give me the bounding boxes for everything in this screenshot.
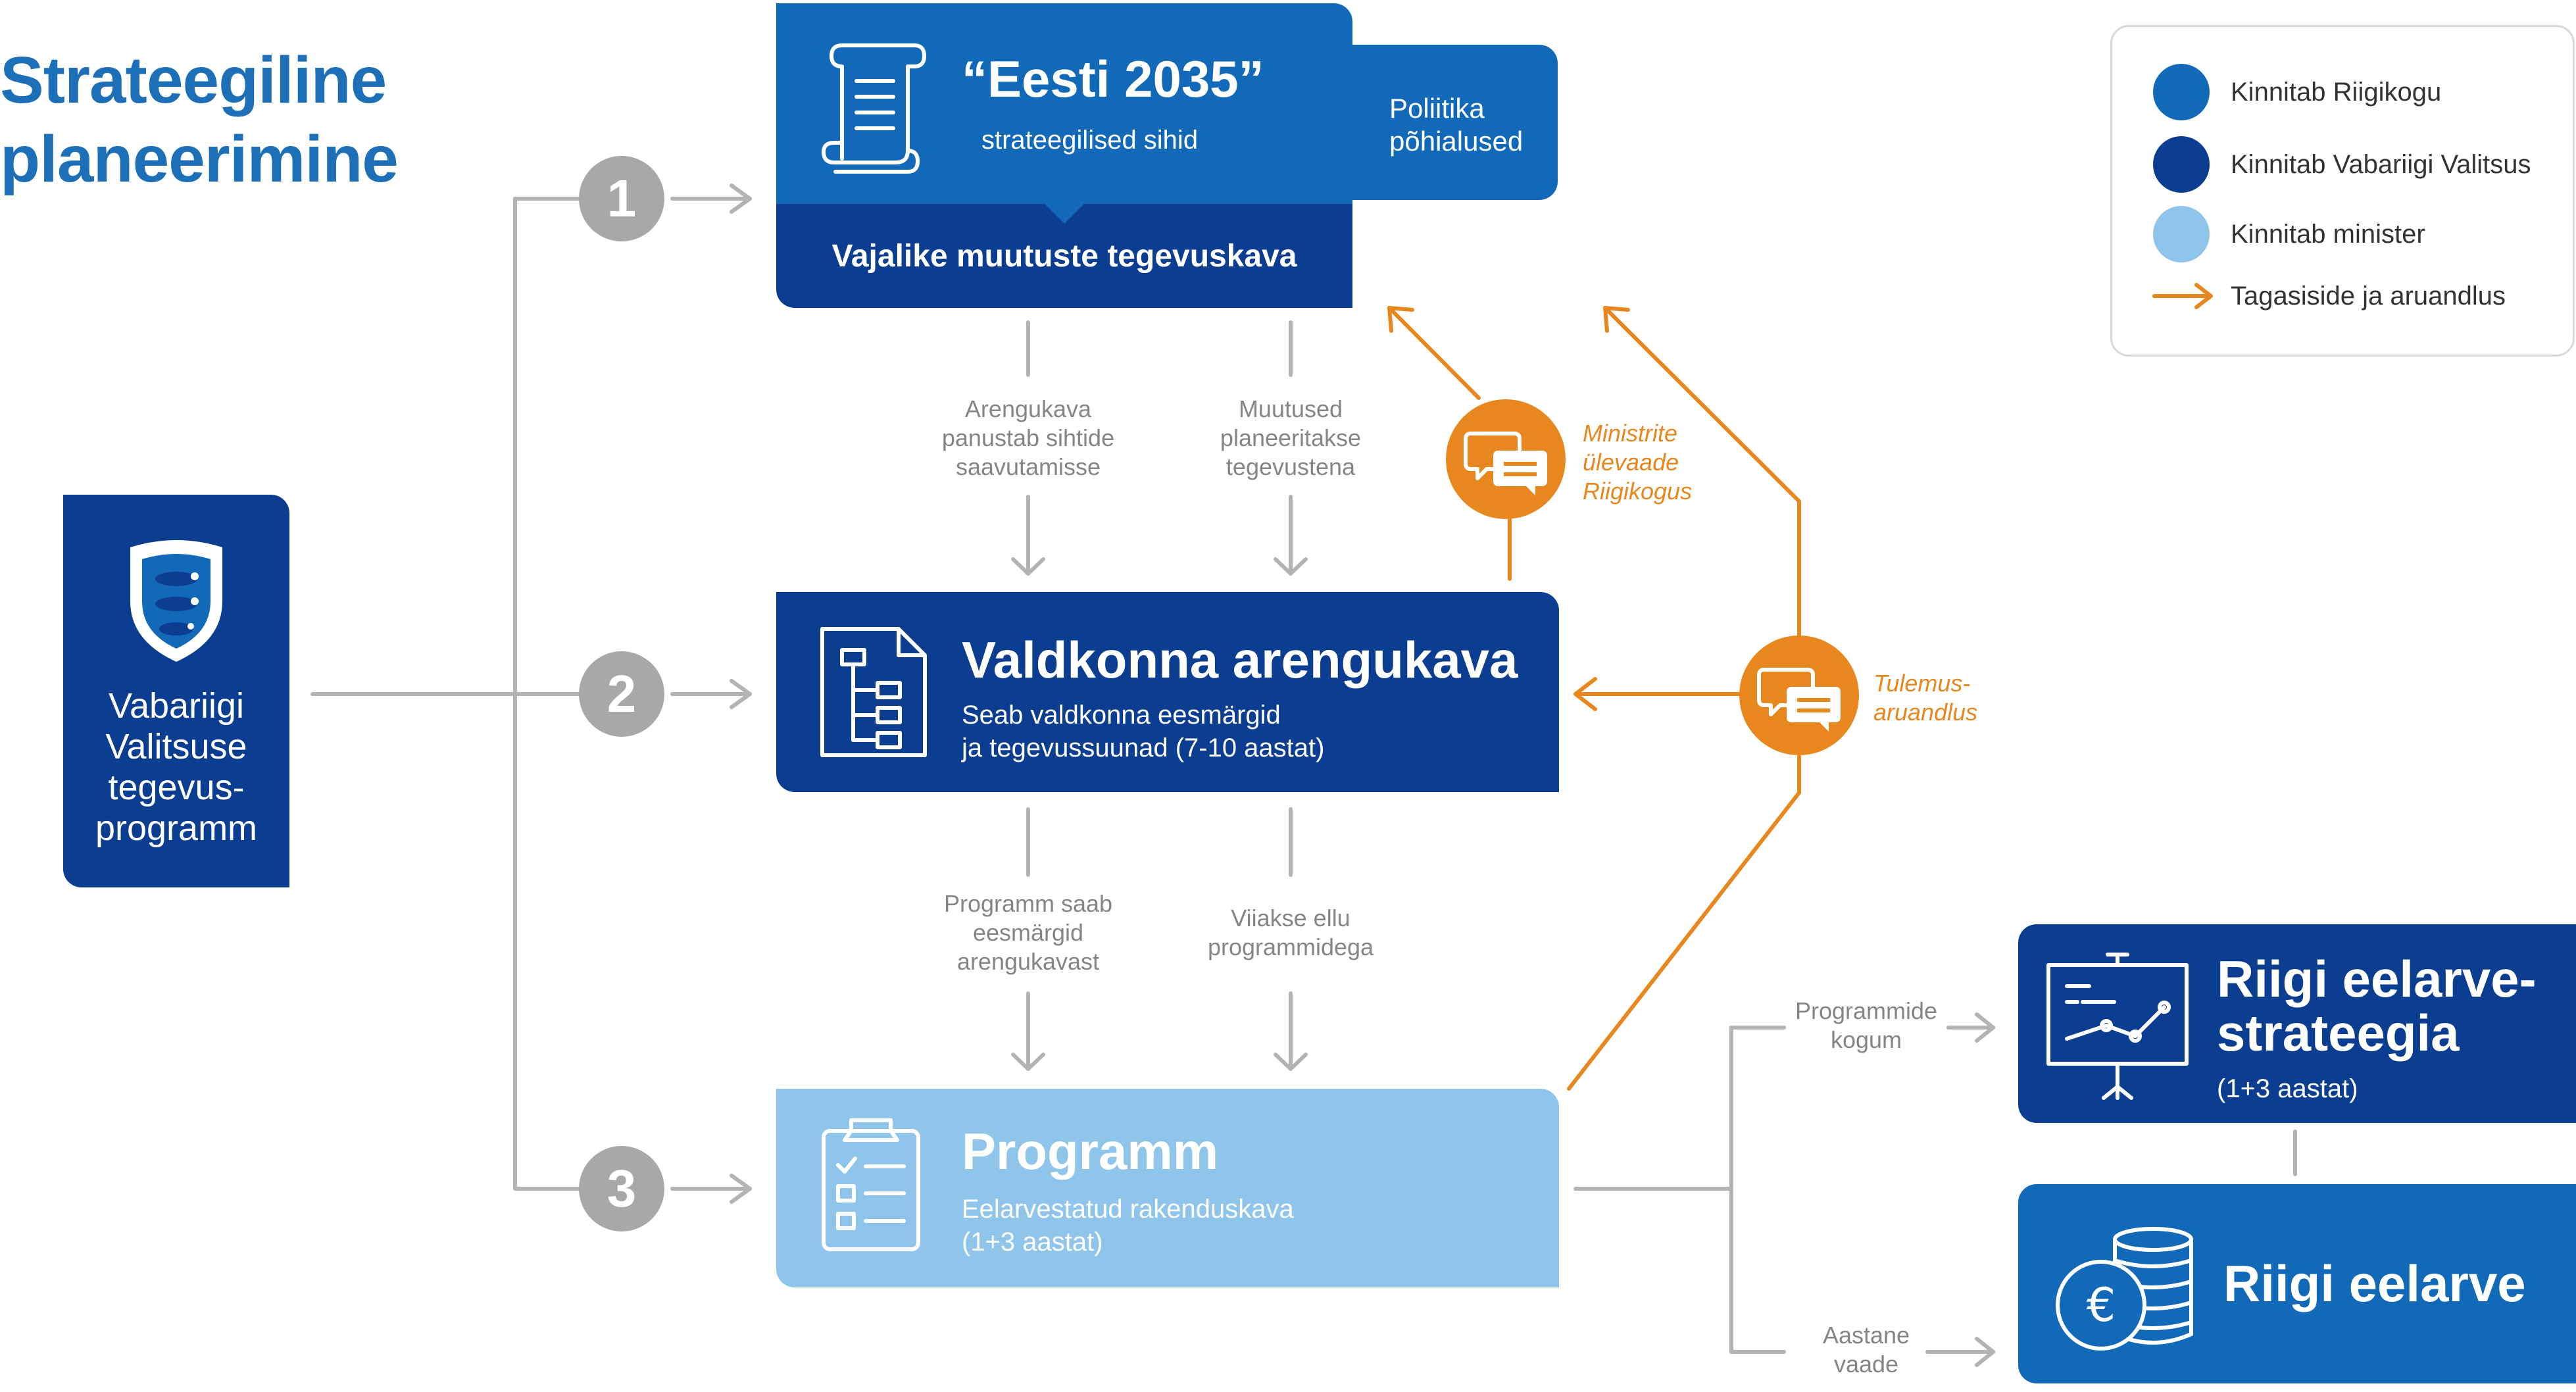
ministers-review-label: Ministrite ülevaade Riigikogus [1583, 420, 1693, 505]
flow-label-implemented-via-programmes: Viiakse ellu programmidega [1207, 905, 1374, 960]
sector-plan-description: Seab valdkonna eesmärgid ja tegevussuuna… [962, 701, 1325, 762]
orange-arrow-icon [2150, 280, 2216, 312]
legend-label-feedback: Tagasiside ja aruandlus [2231, 282, 2506, 311]
clipboard-checklist-icon [818, 1115, 924, 1253]
speech-notch [1045, 204, 1084, 225]
legend-label-riigikogu: Kinnitab Riigikogu [2231, 78, 2442, 107]
title-line-2: planeerimine [0, 122, 399, 196]
step-number-3: 3 [579, 1146, 664, 1231]
eesti-2035-title: “Eesti 2035” [962, 50, 1264, 108]
presentation-chart-icon [2043, 952, 2192, 1107]
legend: Kinnitab Riigikogu Kinnitab Vabariigi Va… [2110, 25, 2575, 357]
programme-box: Programm Eelarvestatud rakenduskava (1+3… [776, 1089, 1559, 1287]
scroll-icon [816, 34, 934, 178]
page-title: Strateegiline planeerimine [0, 41, 399, 199]
chat-bubbles-icon [1757, 668, 1841, 732]
sector-plan-title: Valdkonna arengukava [962, 631, 1518, 689]
coat-of-arms-icon [117, 535, 235, 667]
programme-description: Eelarvestatud rakenduskava (1+3 aastat) [962, 1195, 1294, 1256]
chat-bubbles-icon [1464, 432, 1547, 495]
state-budget-box: € Riigi eelarve [2018, 1184, 2576, 1383]
legend-swatch-government [2153, 136, 2210, 193]
eesti-2035-box: “Eesti 2035” strateegilised sihid [776, 3, 1352, 204]
euro-coins-icon: € [2051, 1222, 2202, 1354]
svg-text:€: € [2087, 1278, 2116, 1332]
step-number-2: 2 [579, 651, 664, 737]
programme-title: Programm [962, 1122, 1219, 1180]
title-line-1: Strateegiline [0, 43, 387, 117]
policy-foundations-box: Poliitika põhialused [1342, 45, 1558, 200]
government-programme-box: Vabariigi Valitsuse tegevus- programm [63, 495, 289, 887]
legend-swatch-riigikogu [2153, 64, 2210, 120]
step-number-1: 1 [579, 156, 664, 241]
flow-label-changes-planned: Muutused planeeritakse tegevustena [1220, 395, 1362, 480]
results-reporting-label: Tulemus- aruandlus [1873, 670, 1978, 726]
budget-strategy-title: Riigi eelarve- strateegia [2217, 950, 2537, 1062]
flow-label-plan-contributes: Arengukava panustab sihtide saavutamisse [941, 395, 1115, 480]
hierarchy-document-icon [814, 624, 933, 762]
ministers-review-circle [1446, 399, 1566, 519]
policy-label-line-2: põhialused [1389, 126, 1523, 157]
budget-strategy-subtitle: (1+3 aastat) [2217, 1074, 2358, 1103]
state-budget-strategy-box: Riigi eelarve- strateegia (1+3 aastat) [2018, 924, 2576, 1123]
flow-label-programme-collection: Programmide kogum [1795, 997, 1938, 1053]
state-budget-title: Riigi eelarve [2223, 1255, 2526, 1312]
government-programme-label: Vabariigi Valitsuse tegevus- programm [95, 686, 258, 848]
flow-label-annual-view: Aastane vaade [1822, 1322, 1910, 1378]
eesti-2035-subtitle: strateegilised sihid [981, 126, 1199, 155]
action-plan-label: Vajalike muutuste tegevuskava [831, 239, 1297, 274]
legend-swatch-minister [2153, 206, 2210, 262]
legend-label-minister: Kinnitab minister [2231, 220, 2425, 249]
results-reporting-circle [1739, 635, 1859, 755]
sector-development-plan-box: Valdkonna arengukava Seab valdkonna eesm… [776, 592, 1559, 792]
flow-label-programme-gets-goals: Programm saab eesmärgid arengukavast [943, 890, 1113, 975]
policy-label-line-1: Poliitika [1389, 93, 1485, 124]
legend-label-government: Kinnitab Vabariigi Valitsus [2231, 150, 2531, 179]
